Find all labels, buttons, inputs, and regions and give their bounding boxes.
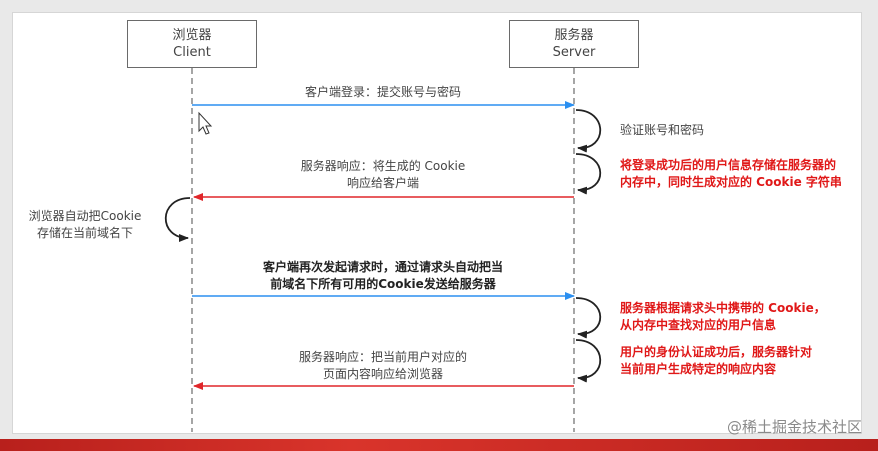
mouse-cursor-icon — [198, 111, 213, 135]
response2-message: 服务器响应：把当前用户对应的 页面内容响应给浏览器 — [298, 350, 467, 381]
verify-note: 验证账号和密码 — [620, 123, 705, 137]
bottom-bar — [0, 439, 878, 451]
client-title-en: Client — [173, 45, 211, 60]
server-title-en: Server — [552, 45, 596, 60]
client-store-note: 浏览器自动把Cookie 存储在当前域名下 — [28, 209, 142, 240]
watermark: @稀土掘金技术社区 — [726, 418, 862, 436]
lookup-note: 服务器根据请求头中携带的 Cookie， 从内存中查找对应的用户信息 — [620, 301, 826, 332]
slide-canvas — [12, 12, 862, 434]
request2-message: 客户端再次发起请求时，通过请求头自动把当 前域名下所有可用的Cookie发送给服… — [262, 260, 503, 291]
verify-self-loop — [575, 109, 602, 153]
server-box: 服务器 Server — [509, 20, 639, 68]
lookup-self-loop — [575, 297, 602, 339]
client-box: 浏览器 Client — [127, 20, 257, 68]
server-title-cn: 服务器 — [554, 28, 594, 43]
client-store-self-loop — [164, 197, 191, 242]
auth-self-loop — [575, 339, 602, 383]
auth-note: 用户的身份认证成功后，服务器针对 当前用户生成特定的响应内容 — [620, 345, 813, 376]
login-message: 客户端登录：提交账号与密码 — [304, 85, 461, 99]
client-title-cn: 浏览器 — [172, 28, 212, 43]
store-note: 将登录成功后的用户信息存储在服务器的 内存中，同时生成对应的 Cookie 字符… — [620, 158, 842, 189]
store-self-loop — [575, 153, 602, 195]
response1-message: 服务器响应：将生成的 Cookie 响应给客户端 — [300, 159, 466, 190]
